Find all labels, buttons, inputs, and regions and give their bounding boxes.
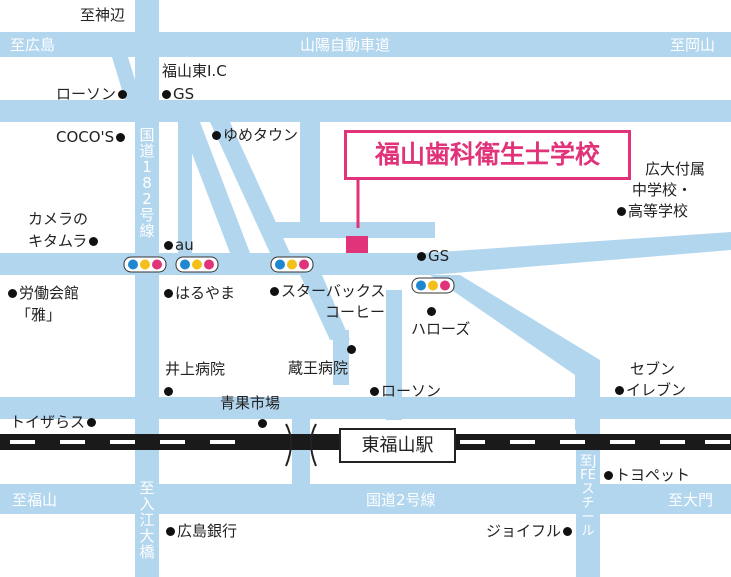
landmark-lawson-1: ローソン: [56, 85, 129, 103]
landmark-univ-line1: 広大付属: [645, 160, 706, 178]
landmark-haruyama: はるやま: [162, 284, 235, 302]
landmark-starbucks-line2: コーヒー: [325, 303, 386, 321]
landmark-camera-line2: キタムラ: [28, 232, 100, 250]
landmark-hiroshima-bank: 広島銀行: [164, 522, 237, 540]
landmark-dot: [164, 387, 173, 396]
landmark-dot: [563, 527, 573, 536]
traffic-signal: [123, 256, 167, 273]
landmark-youme-town: ゆめタウン: [210, 126, 298, 144]
underpass-road: [292, 419, 310, 484]
landmark-univ-line2: 中学校・: [632, 181, 693, 199]
landmark-dot: [89, 237, 99, 246]
diagonal-road-mid: [210, 122, 290, 253]
label-to-hiroshima: 至広島: [10, 36, 56, 54]
landmark-camera-line1: カメラの: [28, 210, 89, 228]
landmark-dot: [604, 471, 613, 480]
landmark-dot: [615, 386, 624, 395]
underpass-bracket-right: [310, 423, 317, 467]
underpass-bracket-left: [285, 423, 292, 467]
zao-road: [333, 330, 349, 385]
landmark-toysrus: トイザらス: [10, 413, 98, 431]
school-name-box: 福山歯科衛生士学校: [344, 130, 631, 180]
landmark-seika-dot: [256, 414, 269, 432]
ic-ramp: [112, 57, 135, 100]
landmark-zao-dot: [345, 340, 358, 358]
landmark-seika: 青果市場: [220, 394, 281, 412]
route182-road: [135, 0, 159, 577]
expressway-road: [0, 32, 731, 57]
landmark-au: au: [162, 236, 194, 254]
label-to-kannabe: 至神辺: [80, 6, 126, 24]
school-road: [300, 122, 320, 232]
landmark-zao: 蔵王病院: [288, 359, 349, 377]
landmark-dot: [212, 131, 221, 140]
landmark-roudou-line1: 労働会館: [6, 284, 79, 302]
traffic-signal: [270, 256, 314, 273]
landmark-dot: [8, 289, 17, 298]
traffic-signal: [411, 277, 455, 294]
landmark-gs-2: GS: [415, 247, 449, 265]
main-street-east: [425, 232, 731, 275]
landmark-dot: [258, 419, 267, 428]
label-route2: 国道2号線: [366, 491, 436, 509]
landmark-dot: [162, 90, 171, 99]
landmark-dot: [164, 241, 173, 250]
label-to-daimon: 至大門: [668, 491, 714, 509]
railside-street: [0, 397, 731, 419]
landmark-dot: [427, 307, 436, 316]
diagonal-road-south: [300, 275, 350, 340]
landmark-ic: 福山東I.C: [162, 62, 227, 80]
label-expressway: 山陽自動車道: [300, 36, 391, 54]
landmark-harose: ハローズ: [411, 320, 471, 338]
school-marker: [346, 236, 368, 253]
route2-road: [0, 484, 731, 514]
landmark-dot: [116, 133, 126, 142]
landmark-dot: [270, 287, 279, 296]
landmark-dot: [118, 90, 128, 99]
lawson-road: [386, 290, 402, 420]
landmark-inoue-dot: [162, 382, 175, 400]
landmark-dot: [347, 345, 356, 354]
landmark-dot: [370, 387, 379, 396]
landmark-roudou-line2: 「雅」: [16, 306, 62, 324]
upper-street: [0, 100, 731, 122]
label-route182: 国道182号線: [139, 126, 155, 240]
landmark-lawson-2: ローソン: [368, 382, 441, 400]
landmark-cocos: COCO'S: [56, 128, 127, 146]
landmark-joyful: ジョイフル: [486, 522, 574, 540]
label-to-okayama: 至岡山: [670, 36, 716, 54]
landmark-dot: [417, 252, 426, 261]
traffic-signal: [175, 256, 219, 273]
landmark-univ-line3: 高等学校: [615, 202, 688, 220]
school-entrance-road: [275, 222, 435, 238]
label-to-irie-ohashi: 至入江大橋: [139, 479, 155, 561]
diagonal-road-west: [180, 122, 250, 253]
jfe-road: [576, 400, 600, 577]
landmark-gs-1: GS: [160, 85, 194, 103]
label-to-fukuyama: 至福山: [12, 491, 58, 509]
station-name-box: 東福山駅: [339, 428, 456, 463]
landmark-starbucks-line1: スターバックス: [268, 282, 385, 300]
landmark-inoue: 井上病院: [165, 360, 226, 378]
landmark-harose-dot: [425, 302, 438, 320]
landmark-toyopet: トヨペット: [602, 466, 690, 484]
railway-dashes: [10, 440, 730, 444]
landmark-seven-line1: セブン: [630, 360, 676, 378]
label-to-jfe-steel: 至JFEスチール: [579, 454, 597, 539]
landmark-dot: [617, 207, 626, 216]
youme-road: [178, 122, 192, 253]
landmark-dot: [87, 418, 97, 427]
landmark-dot: [166, 527, 175, 536]
landmark-dot: [164, 289, 173, 298]
landmark-seven-line2: イレブン: [613, 381, 686, 399]
